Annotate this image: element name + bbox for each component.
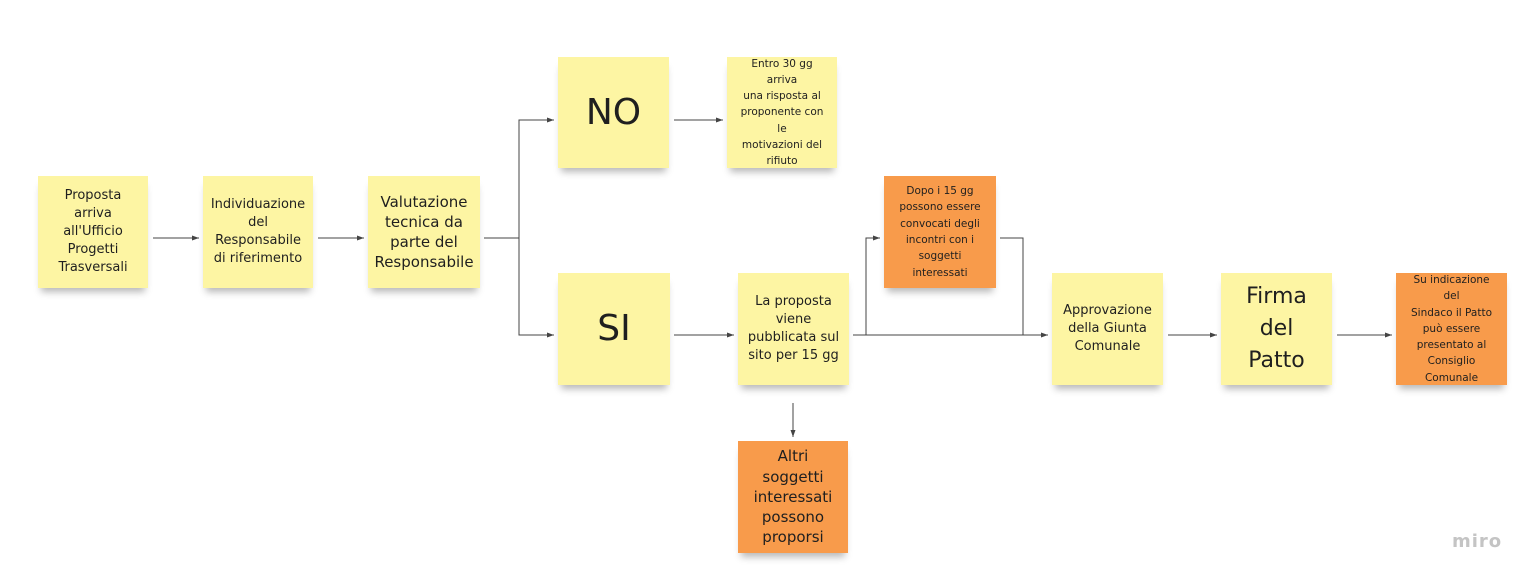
sticky-note-text: Approvazione della Giunta Comunale	[1063, 302, 1152, 355]
miro-watermark-logo: miro	[1452, 531, 1503, 552]
edge-n7-n8	[853, 235, 880, 336]
sticky-note-text: Valutazione tecnica da parte del Respons…	[374, 192, 474, 272]
sticky-note-firma-patto[interactable]: Firma del Patto	[1221, 273, 1332, 385]
sticky-note-consiglio-comunale[interactable]: Su indicazione del Sindaco il Patto può …	[1396, 273, 1507, 385]
sticky-note-incontri-soggetti[interactable]: Dopo i 15 gg possono essere convocati de…	[884, 176, 996, 288]
sticky-note-text: La proposta viene pubblicata sul sito pe…	[747, 293, 840, 364]
sticky-note-text: Firma del Patto	[1246, 284, 1307, 373]
sticky-note-text: NO	[585, 91, 642, 133]
sticky-note-si[interactable]: SI	[558, 273, 670, 385]
sticky-note-risposta-rifiuto[interactable]: Entro 30 gg arriva una risposta al propo…	[727, 57, 837, 168]
sticky-note-text: Entro 30 gg arriva una risposta al propo…	[740, 57, 824, 168]
sticky-note-text: Altri soggetti interessati possono propo…	[753, 447, 833, 547]
sticky-note-individuazione-responsabile[interactable]: Individuazione del Responsabile di rifer…	[203, 176, 313, 288]
sticky-note-altri-soggetti[interactable]: Altri soggetti interessati possono propo…	[738, 441, 848, 553]
sticky-note-text: Dopo i 15 gg possono essere convocati de…	[899, 185, 981, 279]
sticky-note-proposta-arriva[interactable]: Proposta arriva all'Ufficio Progetti Tra…	[38, 176, 148, 288]
sticky-note-valutazione-tecnica[interactable]: Valutazione tecnica da parte del Respons…	[368, 176, 480, 288]
edge-n8-n10	[1000, 237, 1024, 335]
sticky-note-text: Proposta arriva all'Ufficio Progetti Tra…	[58, 187, 128, 276]
sticky-note-no[interactable]: NO	[558, 57, 669, 168]
sticky-note-text: Su indicazione del Sindaco il Patto può …	[1411, 274, 1492, 384]
sticky-note-text: SI	[597, 308, 631, 350]
sticky-note-approvazione-giunta[interactable]: Approvazione della Giunta Comunale	[1052, 273, 1163, 385]
edge-n3-n4	[484, 117, 554, 239]
sticky-note-text: Individuazione del Responsabile di rifer…	[210, 196, 306, 267]
sticky-note-proposta-pubblicata[interactable]: La proposta viene pubblicata sul sito pe…	[738, 273, 849, 385]
edge-n3-n6	[518, 238, 554, 338]
